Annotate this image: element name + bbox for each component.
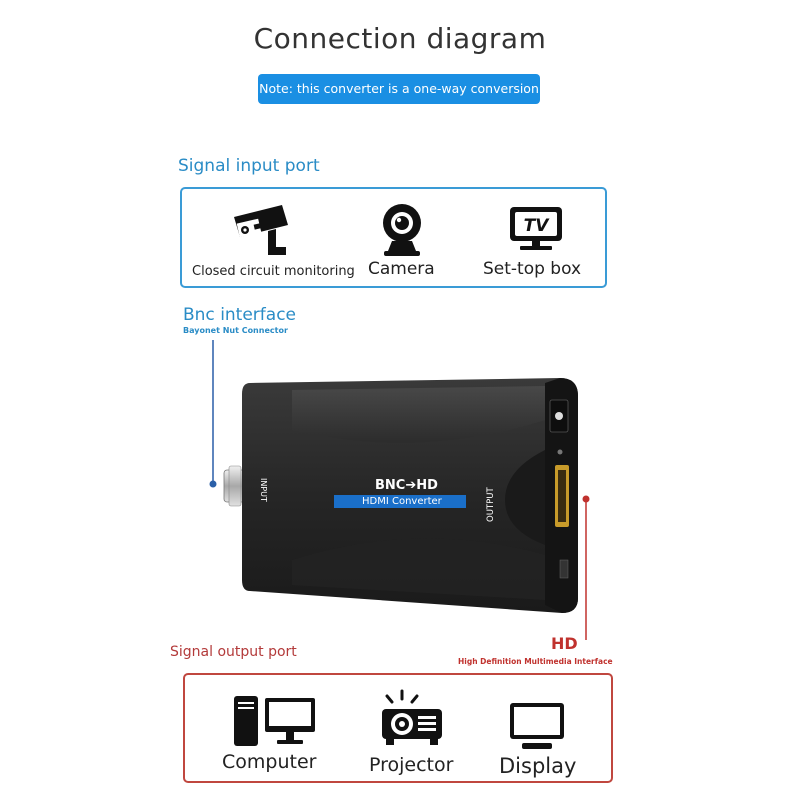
device-label-projector: Projector <box>369 754 454 776</box>
svg-text:TV: TV <box>524 216 551 236</box>
device-label-set-top-box: Set-top box <box>483 259 582 279</box>
input-section-heading: Signal input port <box>178 156 320 176</box>
converter-subtitle: HDMI Converter <box>362 496 442 507</box>
cctv-camera-icon <box>234 205 288 255</box>
bnc-interface-subheading: Bayonet Nut Connector <box>183 326 288 335</box>
device-label-display: Display <box>499 754 577 778</box>
converter-model-text: BNC➔HD <box>375 478 438 493</box>
device-label-camera: Camera <box>368 259 435 279</box>
note-badge: Note: this converter is a one-way conver… <box>258 74 540 104</box>
input-devices-panel <box>180 187 607 288</box>
output-devices-panel <box>183 673 613 783</box>
page-title: Connection diagram <box>253 22 547 55</box>
bnc-interface-heading: Bnc interface <box>183 305 297 325</box>
output-section-heading: Signal output port <box>170 644 297 660</box>
computer-icon <box>234 696 315 746</box>
tv-box-icon: TV <box>510 207 562 250</box>
webcam-icon <box>383 204 421 256</box>
projector-icon <box>382 689 442 745</box>
hd-interface-heading: HD <box>551 634 578 653</box>
converter-output-label: OUTPUT <box>486 487 496 522</box>
converter-input-label: INPUT <box>259 478 268 502</box>
device-label-cctv: Closed circuit monitoring <box>192 264 355 279</box>
device-label-computer: Computer <box>222 751 317 773</box>
hd-interface-subheading: High Definition Multimedia Interface <box>458 657 613 666</box>
monitor-icon <box>510 703 564 749</box>
